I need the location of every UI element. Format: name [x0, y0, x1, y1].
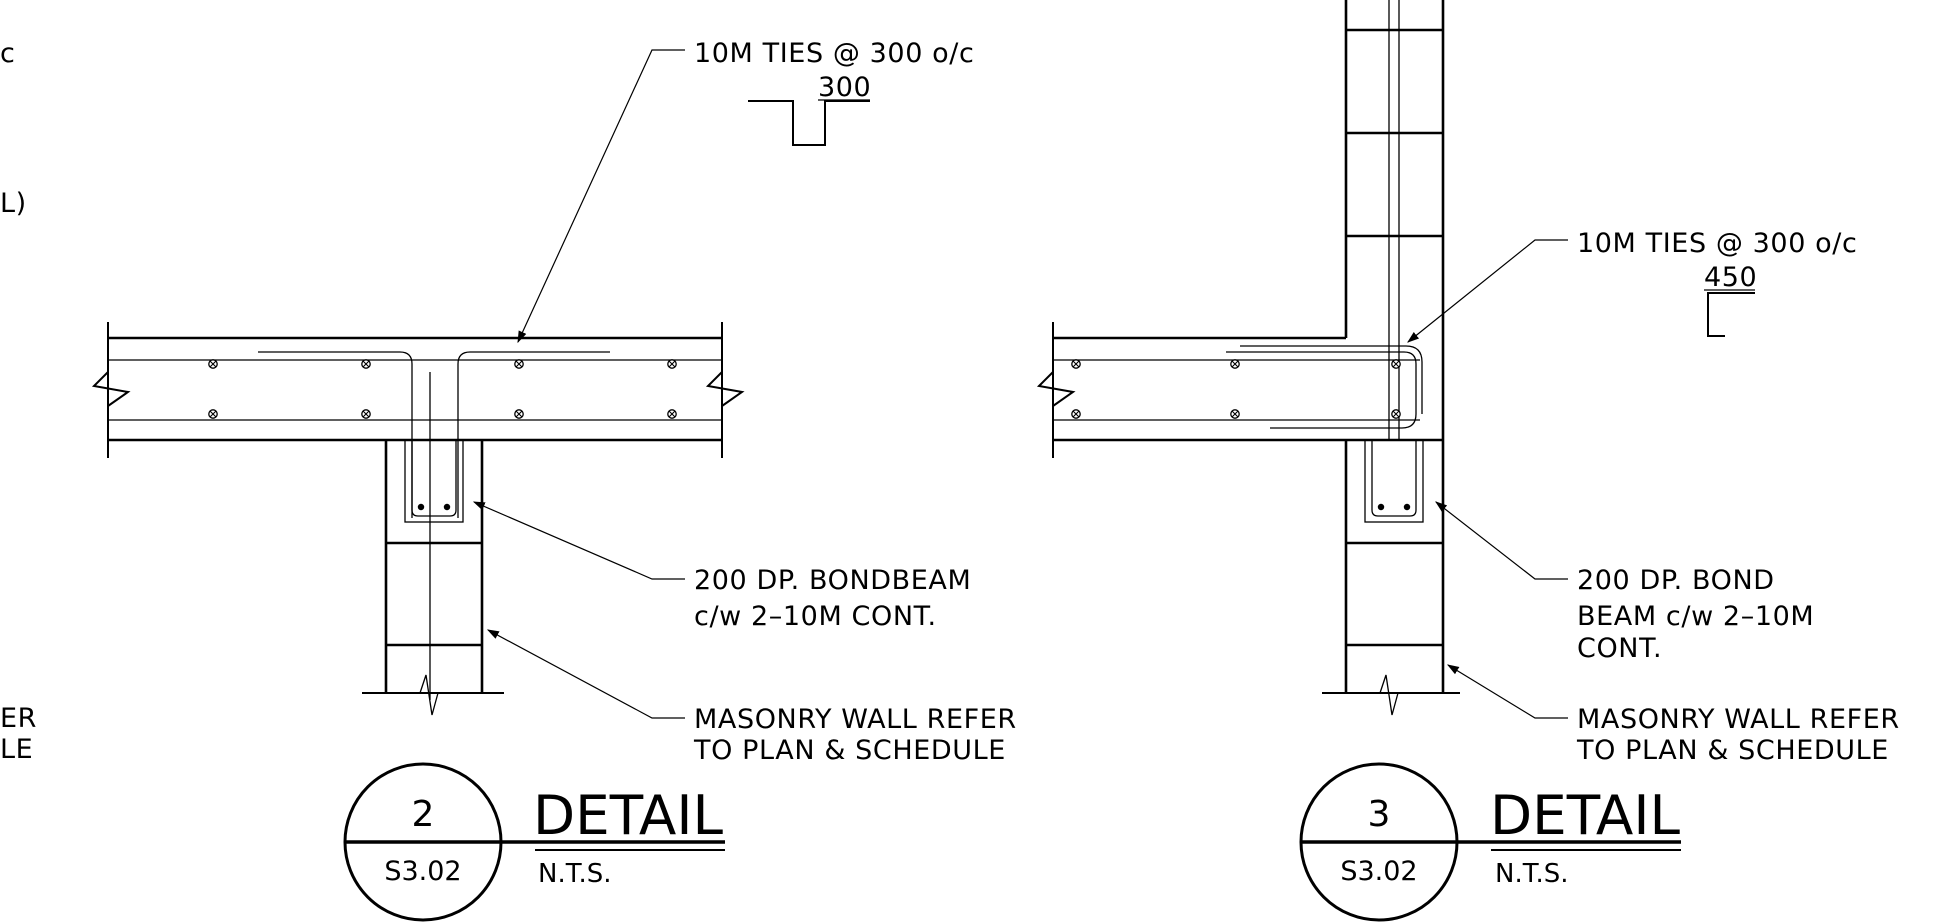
bondbeam-label-line-2: c/w 2–10M CONT. — [694, 601, 937, 632]
wall-callout: MASONRY WALL REFER TO PLAN & SCHEDULE — [486, 629, 1017, 766]
wall-callout: MASONRY WALL REFER TO PLAN & SCHEDULE — [1446, 664, 1900, 766]
ties-label: 10M TIES @ 300 o/c — [694, 38, 974, 69]
wall-label-line-2: TO PLAN & SCHEDULE — [693, 735, 1006, 766]
bondbeam-label-line-1: 200 DP. BOND — [1577, 565, 1775, 596]
masonry-wall — [362, 372, 504, 716]
wall-label-line-1: MASONRY WALL REFER — [1577, 704, 1900, 735]
detail-number: 3 — [1368, 794, 1391, 835]
ties-dimension: 450 — [1704, 262, 1757, 293]
slab-section — [1036, 322, 1443, 458]
detail-number: 2 — [412, 794, 435, 835]
detail-3: 10M TIES @ 300 o/c 450 200 DP. BOND BEAM… — [1036, 0, 1900, 922]
fragment-text: LE — [0, 734, 33, 765]
sheet-reference: S3.02 — [1340, 856, 1417, 887]
wall-label-line-1: MASONRY WALL REFER — [694, 704, 1017, 735]
slab-section — [91, 322, 745, 458]
detail-title: DETAIL — [533, 784, 723, 847]
fragment-text: ER — [0, 703, 37, 734]
bondbeam-label-line-1: 200 DP. BONDBEAM — [694, 565, 971, 596]
detail-scale: N.T.S. — [538, 859, 612, 889]
break-line-left — [91, 371, 131, 407]
tie-shape-icon — [748, 100, 870, 146]
break-line-right — [705, 371, 745, 407]
fragment-text: c — [0, 38, 15, 69]
fragment-text: L) — [0, 188, 27, 219]
break-line-left — [1036, 371, 1076, 407]
sheet-reference: S3.02 — [384, 856, 461, 887]
detail-title: DETAIL — [1490, 784, 1680, 847]
bondbeam-label-line-3: CONT. — [1577, 633, 1662, 664]
wall-break-line — [1379, 674, 1399, 716]
detail-tag-3: 3 S3.02 DETAIL N.T.S. — [1299, 762, 1681, 922]
ties-dimension: 300 — [818, 72, 871, 103]
bondbeam-label-line-2: BEAM c/w 2–10M — [1577, 601, 1814, 632]
tie-shape-icon — [1707, 292, 1755, 337]
bondbeam-callout: 200 DP. BONDBEAM c/w 2–10M CONT. — [472, 501, 971, 632]
detail-scale: N.T.S. — [1495, 859, 1569, 889]
wall-label-line-2: TO PLAN & SCHEDULE — [1576, 735, 1889, 766]
ties-label: 10M TIES @ 300 o/c — [1577, 228, 1857, 259]
detail-2: 10M TIES @ 300 o/c 300 200 DP. BONDBEAM … — [91, 38, 1017, 922]
wall-break-line — [419, 674, 439, 716]
left-edge-note-fragments: c L) ER LE — [0, 38, 37, 765]
upper-masonry-wall — [1344, 0, 1445, 440]
slab-ties — [258, 351, 610, 518]
lower-masonry-wall — [1322, 439, 1460, 716]
detail-tag-2: 2 S3.02 DETAIL N.T.S. — [343, 762, 725, 922]
ties-callout: 10M TIES @ 300 o/c 300 — [517, 38, 974, 344]
ties-callout: 10M TIES @ 300 o/c 450 — [1407, 228, 1857, 343]
bondbeam-callout: 200 DP. BOND BEAM c/w 2–10M CONT. — [1435, 501, 1814, 664]
